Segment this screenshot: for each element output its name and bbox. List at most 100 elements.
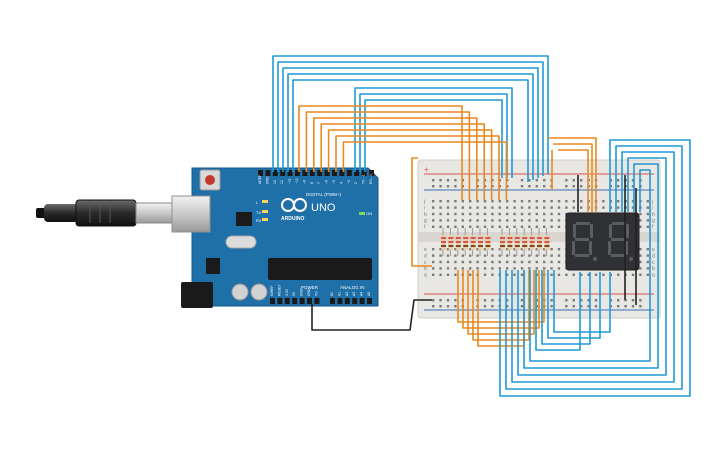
terminal-hole[interactable] xyxy=(639,225,642,228)
terminal-hole[interactable] xyxy=(469,200,472,203)
rail-hole[interactable] xyxy=(580,305,583,308)
terminal-hole[interactable] xyxy=(446,200,450,203)
rail-hole[interactable] xyxy=(491,185,494,188)
rail-hole[interactable] xyxy=(520,299,524,302)
terminal-hole[interactable] xyxy=(535,200,538,203)
terminal-hole[interactable] xyxy=(439,212,442,216)
terminal-hole[interactable] xyxy=(483,273,487,276)
terminal-hole[interactable] xyxy=(439,219,442,222)
analog-pin[interactable] xyxy=(337,298,343,304)
rail-hole[interactable] xyxy=(594,305,598,308)
terminal-hole[interactable] xyxy=(557,254,561,257)
terminal-hole[interactable] xyxy=(506,267,509,270)
rail-hole[interactable] xyxy=(631,305,635,308)
rail-hole[interactable] xyxy=(454,299,457,302)
terminal-hole[interactable] xyxy=(617,273,620,276)
terminal-hole[interactable] xyxy=(461,260,464,264)
terminal-hole[interactable] xyxy=(513,267,516,270)
rail-hole[interactable] xyxy=(639,299,642,302)
terminal-hole[interactable] xyxy=(557,219,561,222)
terminal-hole[interactable] xyxy=(506,273,509,276)
terminal-hole[interactable] xyxy=(469,260,472,264)
terminal-hole[interactable] xyxy=(506,248,509,251)
terminal-hole[interactable] xyxy=(520,200,524,203)
terminal-hole[interactable] xyxy=(491,206,494,209)
digital-pin[interactable] xyxy=(361,170,367,176)
terminal-hole[interactable] xyxy=(446,260,450,264)
rail-hole[interactable] xyxy=(446,299,450,302)
rail-hole[interactable] xyxy=(446,185,450,188)
blue-wire[interactable] xyxy=(292,79,529,182)
rail-hole[interactable] xyxy=(506,185,509,188)
terminal-hole[interactable] xyxy=(476,260,479,264)
rail-hole[interactable] xyxy=(572,299,575,302)
rail-hole[interactable] xyxy=(491,299,494,302)
terminal-hole[interactable] xyxy=(454,260,457,264)
terminal-hole[interactable] xyxy=(483,219,487,222)
terminal-hole[interactable] xyxy=(528,248,531,251)
terminal-hole[interactable] xyxy=(491,248,494,251)
terminal-hole[interactable] xyxy=(550,273,553,276)
terminal-hole[interactable] xyxy=(454,225,457,228)
rail-hole[interactable] xyxy=(439,179,442,182)
terminal-hole[interactable] xyxy=(557,212,561,216)
terminal-hole[interactable] xyxy=(580,273,583,276)
seven-segment-display[interactable] xyxy=(565,212,640,271)
terminal-hole[interactable] xyxy=(446,273,450,276)
rail-hole[interactable] xyxy=(446,305,450,308)
terminal-hole[interactable] xyxy=(498,260,501,264)
resistor[interactable] xyxy=(529,228,535,256)
blue-wire[interactable] xyxy=(523,163,659,369)
terminal-hole[interactable] xyxy=(491,260,494,264)
terminal-hole[interactable] xyxy=(491,212,494,216)
rail-hole[interactable] xyxy=(439,305,442,308)
terminal-hole[interactable] xyxy=(476,206,479,209)
terminal-hole[interactable] xyxy=(483,248,487,251)
blue-wire[interactable] xyxy=(529,169,651,362)
terminal-hole[interactable] xyxy=(432,225,435,228)
terminal-hole[interactable] xyxy=(461,206,464,209)
terminal-hole[interactable] xyxy=(513,273,516,276)
terminal-hole[interactable] xyxy=(513,254,516,257)
rail-hole[interactable] xyxy=(624,299,627,302)
terminal-hole[interactable] xyxy=(432,212,435,216)
terminal-hole[interactable] xyxy=(646,260,649,264)
orange-wire[interactable] xyxy=(335,135,500,200)
terminal-hole[interactable] xyxy=(476,219,479,222)
terminal-hole[interactable] xyxy=(520,212,524,216)
terminal-hole[interactable] xyxy=(498,200,501,203)
terminal-hole[interactable] xyxy=(513,219,516,222)
analog-pin[interactable] xyxy=(352,298,358,304)
terminal-hole[interactable] xyxy=(535,267,538,270)
terminal-hole[interactable] xyxy=(520,273,524,276)
rail-hole[interactable] xyxy=(631,299,635,302)
terminal-hole[interactable] xyxy=(631,273,635,276)
orange-wire[interactable] xyxy=(327,129,493,200)
terminal-hole[interactable] xyxy=(543,206,546,209)
digital-pin[interactable] xyxy=(317,170,323,176)
terminal-hole[interactable] xyxy=(557,225,561,228)
blue-wire[interactable] xyxy=(511,151,675,383)
terminal-hole[interactable] xyxy=(535,254,538,257)
rail-hole[interactable] xyxy=(550,299,553,302)
terminal-hole[interactable] xyxy=(639,219,642,222)
rail-hole[interactable] xyxy=(528,185,531,188)
power-pin[interactable] xyxy=(270,298,275,304)
terminal-hole[interactable] xyxy=(446,212,450,216)
terminal-hole[interactable] xyxy=(565,200,568,203)
rail-hole[interactable] xyxy=(580,179,583,182)
terminal-hole[interactable] xyxy=(520,219,524,222)
rail-hole[interactable] xyxy=(520,179,524,182)
rail-hole[interactable] xyxy=(639,305,642,308)
rail-hole[interactable] xyxy=(520,305,524,308)
terminal-hole[interactable] xyxy=(432,254,435,257)
terminal-hole[interactable] xyxy=(476,267,479,270)
terminal-hole[interactable] xyxy=(528,200,531,203)
terminal-hole[interactable] xyxy=(535,248,538,251)
terminal-hole[interactable] xyxy=(602,200,605,203)
terminal-hole[interactable] xyxy=(550,260,553,264)
resistor[interactable] xyxy=(470,228,476,256)
resistor[interactable] xyxy=(478,228,483,256)
